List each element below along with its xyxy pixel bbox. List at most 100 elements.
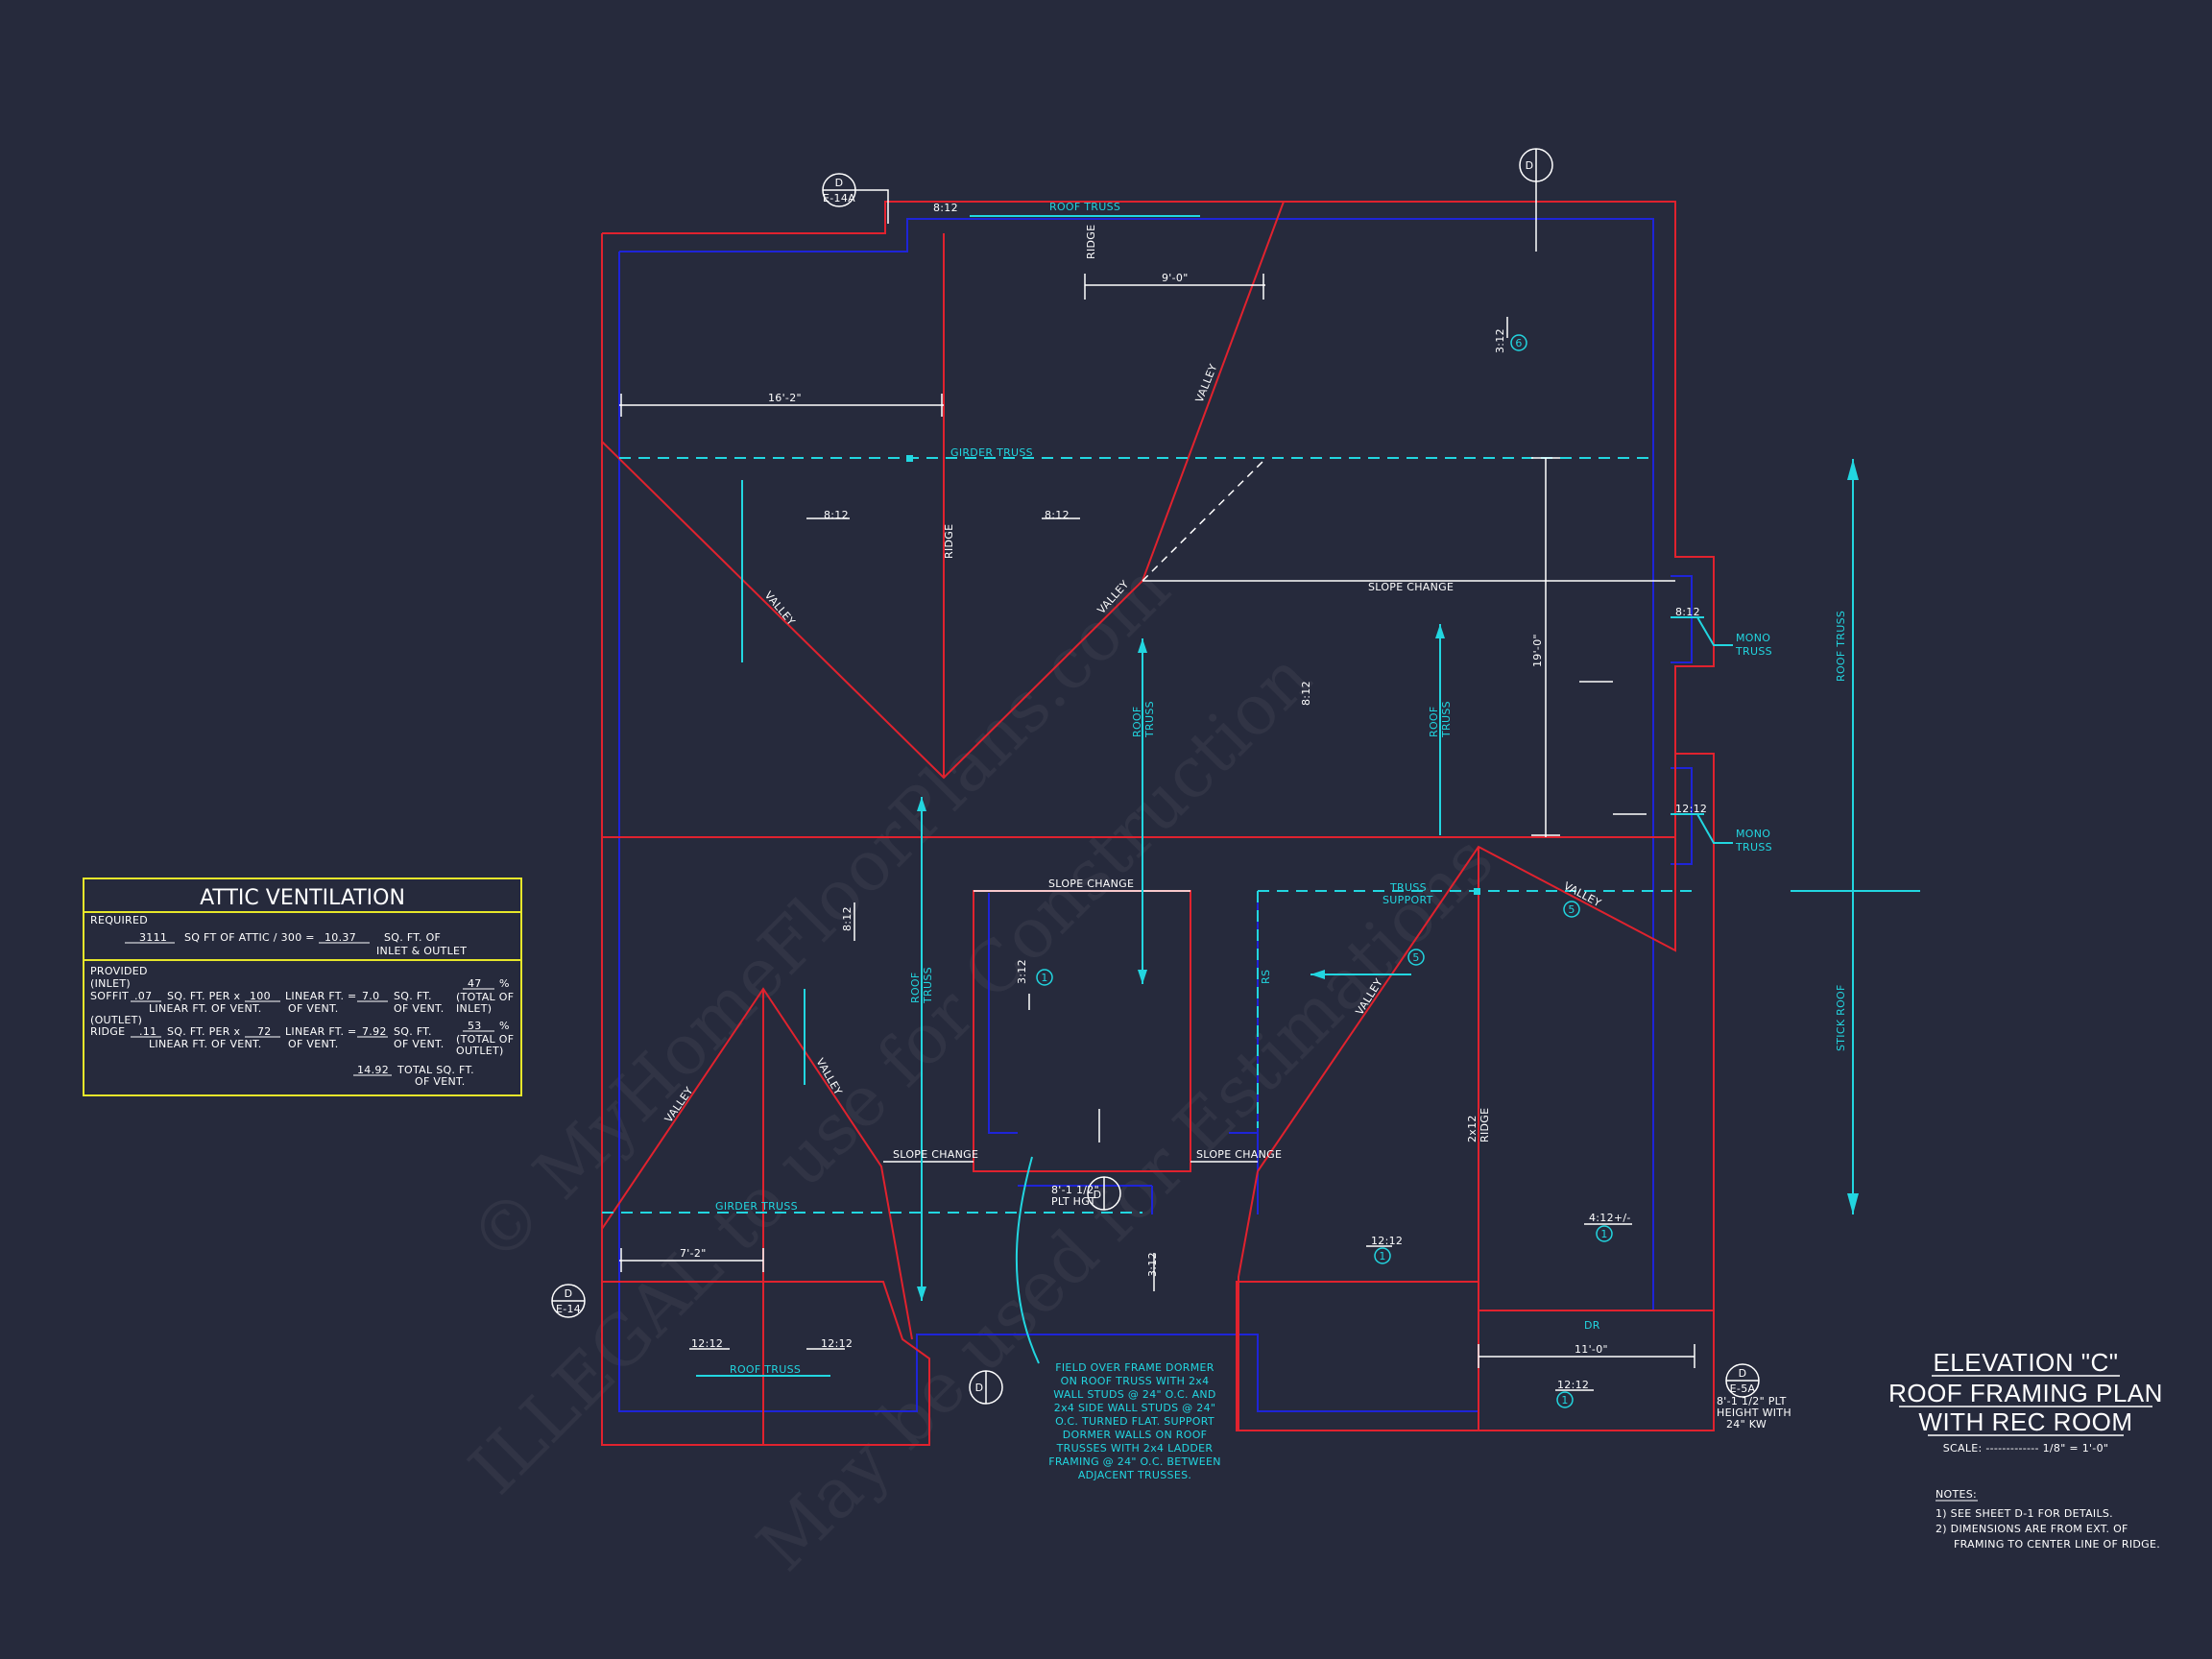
pitch-top: 8:12: [933, 202, 958, 214]
note-2a: 2) DIMENSIONS ARE FROM EXT. OF: [1936, 1523, 2128, 1535]
pitch-m: 3:12: [1016, 959, 1028, 984]
wall-outline: [601, 201, 1715, 1446]
ridge-mid: RIDGE: [943, 524, 955, 559]
grand-total-text-1: TOTAL SQ. FT.: [397, 1064, 474, 1076]
marker-5b: 5: [1568, 903, 1575, 916]
valley-1: VALLEY: [762, 589, 798, 629]
marker-1c: 1: [1600, 1228, 1607, 1240]
ridge-lf-vent: LINEAR FT. OF VENT.: [149, 1038, 262, 1050]
truss-arrows: [696, 215, 1920, 1377]
mono-1b: TRUSS: [1735, 645, 1772, 658]
soffit-lf: 100: [250, 990, 271, 1002]
title-line-2: ROOF FRAMING PLAN: [1888, 1379, 2163, 1407]
title-block: ELEVATION "C" ROOF FRAMING PLAN WITH REC…: [1888, 1348, 2163, 1455]
rs-label: RS: [1260, 970, 1272, 984]
total-outlet-1: (TOTAL OF: [456, 1033, 514, 1046]
circle-markers: [1036, 334, 1613, 1408]
slope-change-3: SLOPE CHANGE: [893, 1148, 978, 1161]
stick-roof-side: STICK ROOF: [1835, 984, 1847, 1051]
callout-5-d: D: [975, 1382, 984, 1394]
dim-19-0: 19'-0": [1531, 634, 1544, 667]
field-note: FIELD OVER FRAME DORMER ON ROOF TRUSS WI…: [1048, 1361, 1220, 1481]
note-1: 1) SEE SHEET D-1 FOR DETAILS.: [1936, 1507, 2113, 1520]
soffit-lf-text: LINEAR FT. =: [285, 990, 357, 1002]
attic-sqft: 3111: [139, 931, 167, 944]
field-note-4: 2x4 SIDE WALL STUDS @ 24": [1054, 1402, 1215, 1414]
marker-5a: 5: [1412, 951, 1419, 964]
dr-label: DR: [1584, 1319, 1600, 1332]
marker-1a: 1: [1041, 972, 1047, 984]
dim-7-2: 7'-2": [680, 1247, 707, 1260]
callout-3-d: D: [1094, 1189, 1102, 1201]
ridge-lf: 72: [257, 1025, 272, 1038]
field-note-5: O.C. TURNED FLAT. SUPPORT: [1055, 1415, 1214, 1428]
required-label: REQUIRED: [90, 914, 148, 926]
roof-truss-left-b: TRUSS: [922, 967, 934, 1004]
dim-11-0: 11'-0": [1575, 1343, 1608, 1356]
title-line-3: WITH REC ROOM: [1918, 1407, 2132, 1436]
outlet-label: (OUTLET): [90, 1014, 142, 1026]
roof-truss-mid-a: ROOF: [1131, 707, 1143, 738]
cyan-labels: ROOF TRUSS GIRDER TRUSS GIRDER TRUSS ROO…: [715, 201, 1847, 1376]
marker-1d: 1: [1561, 1394, 1568, 1407]
soffit-pct: 47: [468, 977, 482, 990]
plt-3: 8'-1 1/2" PLT: [1717, 1395, 1787, 1407]
attic-title: ATTIC VENTILATION: [200, 886, 405, 910]
ridge-lf-text: LINEAR FT. =: [285, 1025, 357, 1038]
req-text-2: INLET & OUTLET: [376, 945, 467, 957]
ridge-per: .11: [139, 1025, 156, 1038]
plt-2: PLT HGT: [1051, 1195, 1096, 1208]
attic-text: SQ FT OF ATTIC / 300 =: [184, 931, 315, 944]
slope-change-1: SLOPE CHANGE: [1368, 581, 1454, 593]
inlet-label: (INLET): [90, 977, 131, 990]
pitch-k: 8:12: [1300, 681, 1312, 706]
soffit-of-vent-2: OF VENT.: [394, 1002, 445, 1015]
white-labels: 16'-2" 9'-0" 19'-0" 7'-2" 11'-0" SLOPE C…: [662, 202, 1791, 1431]
marker-1b: 1: [1379, 1250, 1385, 1262]
callout-1-d: D: [835, 177, 844, 189]
dim-9-0: 9'-0": [1162, 272, 1189, 284]
roof-truss-right-a: ROOF: [1428, 707, 1440, 738]
notes: NOTES: 1) SEE SHEET D-1 FOR DETAILS. 2) …: [1936, 1488, 2160, 1551]
pitch-n: 3:12: [1146, 1252, 1159, 1277]
roof-truss-mid-b: TRUSS: [1143, 701, 1156, 738]
pitch-c: 8:12: [1675, 606, 1700, 618]
pitch-b: 8:12: [1045, 509, 1070, 521]
field-note-3: WALL STUDS @ 24" O.C. AND: [1053, 1388, 1215, 1401]
ridge-top: RIDGE: [1085, 225, 1097, 259]
truss-support-2: SUPPORT: [1382, 894, 1433, 906]
girder-truss-bottom: GIRDER TRUSS: [715, 1200, 798, 1213]
scale-label: SCALE: ------------- 1/8" = 1'-0": [1943, 1442, 2109, 1455]
ridge-label: RIDGE: [90, 1025, 125, 1038]
slope-change-2: SLOPE CHANGE: [1048, 878, 1134, 890]
roof-truss-left-a: ROOF: [909, 973, 922, 1004]
attic-ventilation-table: ATTIC VENTILATION REQUIRED 3111 SQ FT OF…: [83, 878, 522, 1096]
pitch-e: 12:12: [1371, 1235, 1403, 1247]
field-note-1: FIELD OVER FRAME DORMER: [1055, 1361, 1214, 1374]
notes-heading: NOTES:: [1936, 1488, 1977, 1501]
pitch-a: 8:12: [824, 509, 849, 521]
detail-callouts: [551, 148, 1760, 1405]
note-2b: FRAMING TO CENTER LINE OF RIDGE.: [1954, 1538, 2160, 1551]
ridge-per-text: SQ. FT. PER x: [167, 1025, 240, 1038]
field-note-7: TRUSSES WITH 2x4 LADDER: [1056, 1442, 1214, 1455]
ridge-pct-sign: %: [499, 1020, 510, 1032]
req-text-1: SQ. FT. OF: [384, 931, 441, 944]
ridge-2x12: 2x12: [1466, 1115, 1479, 1142]
soffit-pct-sign: %: [499, 977, 510, 990]
soffit-sqft: SQ. FT.: [394, 990, 432, 1002]
req-vent: 10.37: [325, 931, 356, 944]
ridge-right: RIDGE: [1479, 1108, 1491, 1142]
pitch-g: 12:12: [691, 1337, 723, 1350]
ridge-sqft: SQ. FT.: [394, 1025, 432, 1038]
mono-2b: TRUSS: [1735, 841, 1772, 854]
marker-6: 6: [1515, 337, 1522, 349]
truss-support-1: TRUSS: [1389, 881, 1427, 894]
soffit-of-vent: OF VENT.: [288, 1002, 339, 1015]
plt-4: HEIGHT WITH: [1717, 1407, 1791, 1419]
soffit-per: .07: [134, 990, 152, 1002]
circle-numbers: 6 1 5 5 1 1 1: [1041, 337, 1607, 1407]
dim-16-2: 16'-2": [768, 392, 802, 404]
arrow-heads: [906, 455, 1859, 1301]
dimension-lines: [619, 274, 1695, 1368]
